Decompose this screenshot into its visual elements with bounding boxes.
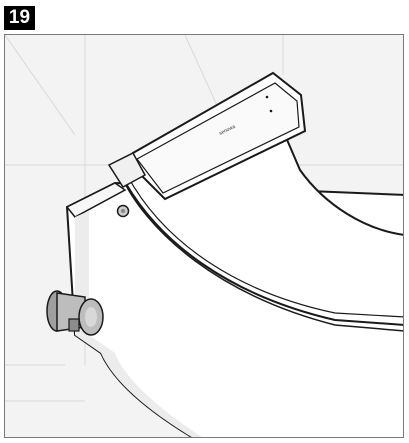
step-number-badge: 19 xyxy=(4,6,35,30)
illustration-frame: senowa xyxy=(4,34,404,438)
control-panel-face xyxy=(136,82,300,194)
toilet-installation-illustration: senowa xyxy=(5,35,403,437)
seat-rim xyxy=(126,174,403,318)
indicator-dot-1 xyxy=(265,95,269,99)
water-connection-knob xyxy=(46,290,104,336)
seat-underside xyxy=(116,166,403,332)
hinge-cover xyxy=(107,152,147,188)
bowl-top-edge xyxy=(65,182,127,218)
bowl-side-shading xyxy=(75,211,202,437)
indicator-dot-2 xyxy=(269,109,273,113)
hinge-screw xyxy=(116,204,130,218)
